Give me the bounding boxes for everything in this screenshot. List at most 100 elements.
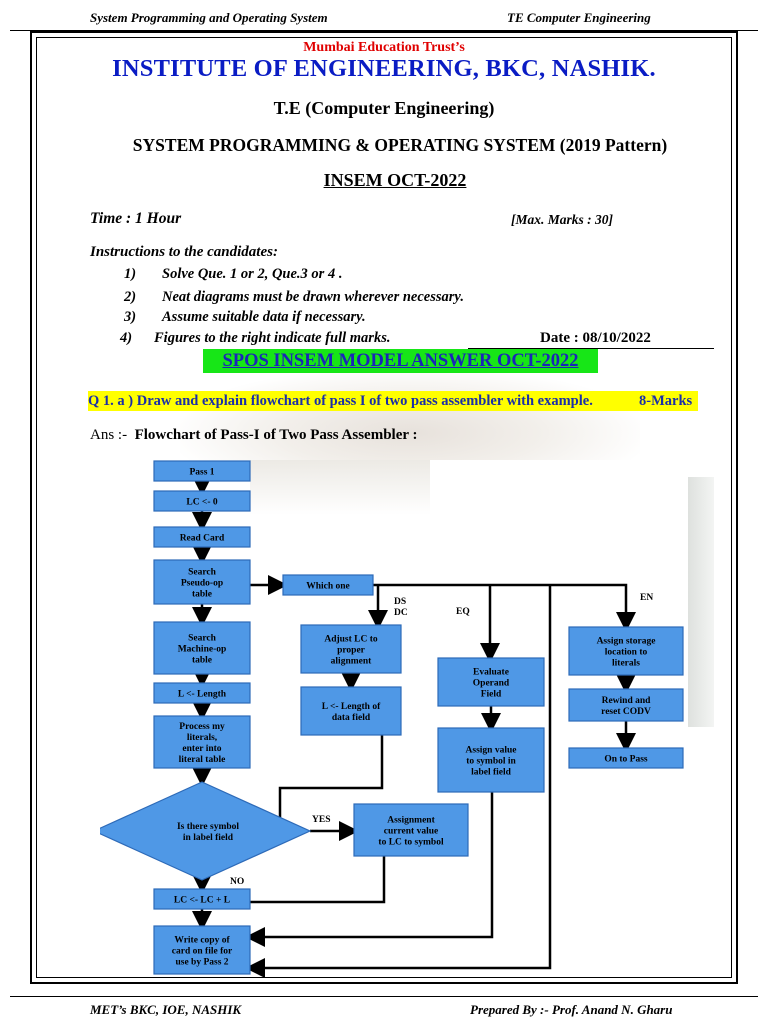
flow-node-text-rewind: Rewind and [602, 696, 652, 706]
answer-title: SPOS INSEM MODEL ANSWER OCT-2022 [203, 349, 598, 373]
flow-branch-label-en: EN [640, 593, 653, 603]
flow-node-pass1 [153, 460, 251, 482]
flow-node-assign_sym [437, 727, 545, 793]
flow-node-text-read: Read Card [180, 534, 225, 544]
answer-heading: Flowchart of Pass-I of Two Pass Assemble… [134, 427, 418, 443]
flow-node-lcl [153, 888, 251, 910]
flow-node-text-machine: Search [188, 634, 217, 644]
header-right-text: TE Computer Engineering [507, 10, 651, 25]
flow-node-length [153, 682, 251, 704]
flow-node-literals [153, 715, 251, 769]
flow-node-text-storage: location to [605, 648, 648, 658]
flow-node-text-pseudo: table [192, 590, 212, 600]
flow-node-text-storage: Assign storage [597, 637, 656, 647]
flow-node-text-adjust: alignment [331, 657, 372, 667]
flow-node-text-literals: literals, [187, 733, 218, 743]
date-underline [468, 348, 714, 349]
flow-node-text-adjust: proper [337, 646, 366, 656]
flow-node-symbol [100, 781, 312, 881]
institute-name: INSTITUTE OF ENGINEERING, BKC, NASHIK. [112, 55, 656, 82]
flow-connector-assign-lcl [250, 856, 386, 904]
flow-node-text-assign_lc: Assignment [387, 816, 435, 826]
flow-node-text-pseudo: Search [188, 568, 217, 578]
flow-node-text-assign_lc: current value [384, 827, 438, 837]
instruction-number: 2) [124, 289, 137, 305]
footer-rule [10, 996, 758, 997]
flow-node-text-evaluate: Field [481, 690, 502, 700]
instruction-number: 4) [120, 330, 133, 346]
flow-node-text-which: Which one [306, 582, 350, 592]
flow-connector-which-en [373, 583, 636, 632]
instruction-text: Assume suitable data if necessary. [162, 309, 366, 325]
flow-node-text-assign_lc: to LC to symbol [378, 838, 444, 848]
flow-node-text-rewind: reset CODV [601, 707, 651, 717]
flow-node-text-storage: literals [612, 659, 640, 669]
instructions-heading: Instructions to the candidates: [90, 244, 278, 260]
flow-node-rewind [568, 688, 684, 722]
flow-node-text-literals: literal table [179, 755, 226, 765]
flow-node-text-machine: Machine-op [178, 645, 227, 655]
trust-name: Mumbai Education Trust’s [303, 40, 465, 55]
flow-node-text-write: use by Pass 2 [175, 958, 228, 968]
question-1a: Q 1. a ) Draw and explain flowchart of p… [88, 391, 698, 411]
flow-connector-assignsym-write [245, 792, 494, 947]
flow-node-onto [568, 747, 684, 769]
flow-node-assign_lc [353, 803, 469, 857]
flow-node-text-assign_sym: to symbol in [466, 757, 516, 767]
flow-node-which [282, 574, 374, 596]
flow-node-text-symbol: Is there symbol [177, 822, 239, 832]
flow-node-machine [153, 621, 251, 675]
flow-node-text-write: Write copy of [174, 936, 230, 946]
instruction-text: Solve Que. 1 or 2, Que.3 or 4 . [162, 266, 343, 282]
flow-node-text-lc0: LC <- 0 [186, 498, 218, 508]
answer-intro: Ans :- Flowchart of Pass-I of Two Pass A… [90, 427, 418, 444]
flow-node-ldata [300, 686, 402, 736]
flow-node-text-literals: Process my [179, 722, 225, 732]
flow-node-text-ldata: data field [332, 713, 371, 723]
flow-node-text-symbol: in label field [183, 833, 234, 843]
page-border-outer [30, 31, 738, 984]
max-marks: [Max. Marks : 30] [511, 212, 614, 227]
flow-branch-label-no: NO [230, 877, 244, 887]
course-title: T.E (Computer Engineering) [273, 98, 495, 118]
page-border-inner [36, 37, 732, 978]
subject-title: SYSTEM PROGRAMMING & OPERATING SYSTEM (2… [132, 135, 668, 155]
instruction-text: Figures to the right indicate full marks… [154, 330, 391, 346]
flow-node-text-onto: On to Pass [604, 755, 648, 765]
flow-node-storage [568, 626, 684, 676]
flow-node-lc0 [153, 490, 251, 512]
flow-node-adjust [300, 624, 402, 674]
flow-node-text-adjust: Adjust LC to [324, 635, 378, 645]
exam-date: Date : 08/10/2022 [540, 330, 651, 346]
flow-node-text-write: card on file for [172, 947, 233, 957]
footer-left-text: MET’s BKC, IOE, NASHIK [90, 1002, 242, 1017]
flow-node-text-length: L <- Length [178, 690, 227, 700]
instruction-number: 1) [124, 266, 137, 282]
flow-node-pseudo [153, 559, 251, 605]
instruction-number: 3) [124, 309, 137, 325]
footer-right-text: Prepared By :- Prof. Anand N. Gharu [470, 1002, 673, 1017]
flow-node-write [153, 925, 251, 975]
flow-branch-label-ds: DS [394, 597, 406, 607]
flow-connector-main-write [245, 585, 552, 978]
flow-node-text-evaluate: Operand [473, 679, 510, 689]
header-rule [10, 30, 758, 31]
question-marks: 8-Marks [639, 393, 693, 409]
flow-branch-label-yes: YES [312, 815, 330, 825]
flow-node-text-literals: enter into [182, 744, 221, 754]
question-text: Q 1. a ) Draw and explain flowchart of p… [88, 393, 593, 409]
flow-node-read [153, 526, 251, 548]
instruction-text: Neat diagrams must be drawn wherever nec… [162, 289, 464, 305]
flow-node-text-pass1: Pass 1 [189, 468, 214, 478]
background-photo-strip [688, 477, 714, 727]
flow-node-text-ldata: L <- Length of [322, 702, 381, 712]
flow-node-text-pseudo: Pseudo-op [181, 579, 223, 589]
flow-branch-label-dc: DC [394, 608, 408, 618]
flow-node-text-assign_sym: Assign value [466, 746, 517, 756]
header-left-text: System Programming and Operating System [90, 10, 328, 25]
flow-connector-ldata-join [278, 735, 384, 820]
flow-node-text-evaluate: Evaluate [473, 668, 509, 678]
exam-time: Time : 1 Hour [90, 210, 182, 227]
exam-title: INSEM OCT-2022 [323, 170, 467, 190]
background-photo-fade [250, 460, 430, 515]
